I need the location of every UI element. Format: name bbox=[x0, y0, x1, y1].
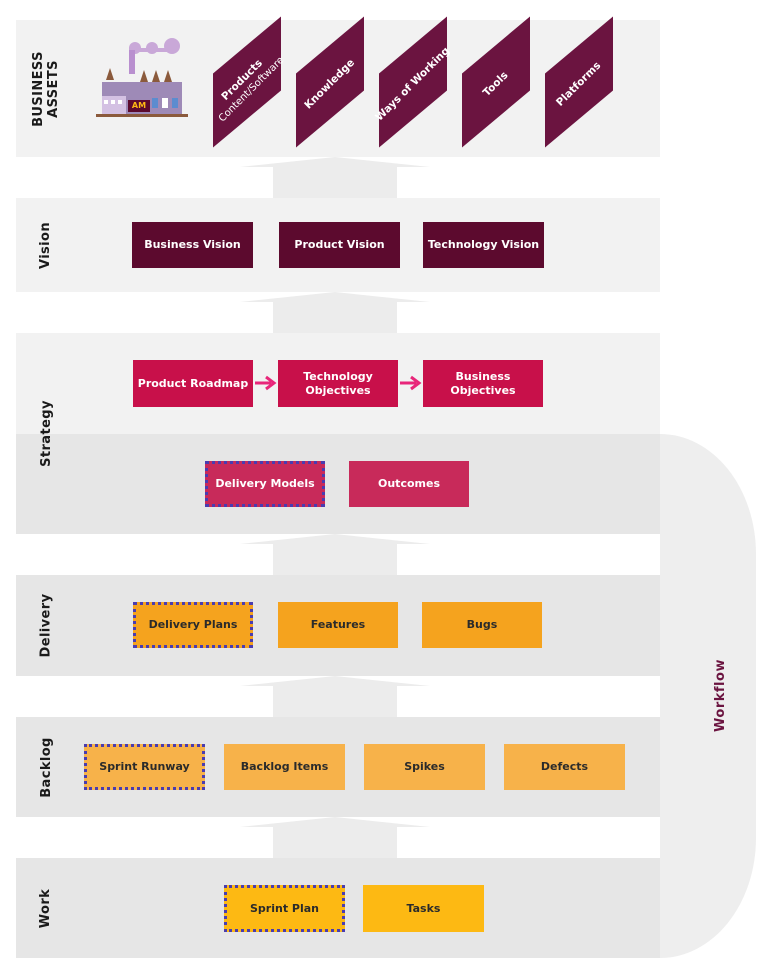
business-vision-box: Business Vision bbox=[132, 222, 253, 268]
outcomes-box: Outcomes bbox=[349, 461, 469, 507]
workflow-label: Workflow bbox=[712, 658, 728, 732]
spikes-box: Spikes bbox=[364, 744, 485, 790]
up-arrow-backlog bbox=[240, 817, 430, 858]
business-objectives-box: Business Objectives bbox=[423, 360, 543, 407]
tasks-box: Tasks bbox=[363, 885, 484, 932]
tech-to-business-arrow bbox=[398, 374, 423, 392]
up-arrow-delivery bbox=[240, 676, 430, 717]
delivery-label: Delivery bbox=[38, 593, 54, 658]
roadmap-to-tech-arrow bbox=[253, 374, 278, 392]
workflow-loop bbox=[660, 434, 756, 958]
backlog-items-box: Backlog Items bbox=[224, 744, 345, 790]
delivery-models-box: Delivery Models bbox=[205, 461, 325, 507]
factory-logo-text: AM bbox=[131, 101, 147, 110]
delivery-plans-box: Delivery Plans bbox=[133, 602, 253, 648]
technology-objectives-box: Technology Objectives bbox=[278, 360, 398, 407]
product-roadmap-box: Product Roadmap bbox=[133, 360, 253, 407]
up-arrow-assets bbox=[240, 157, 430, 198]
sprint-runway-box: Sprint Runway bbox=[84, 744, 205, 790]
work-label: Work bbox=[38, 888, 54, 928]
features-box: Features bbox=[278, 602, 398, 648]
bugs-box: Bugs bbox=[422, 602, 542, 648]
up-arrow-strategy bbox=[240, 534, 430, 575]
factory-logo: AM bbox=[96, 38, 188, 120]
product-vision-box: Product Vision bbox=[279, 222, 400, 268]
strategy-lower-band bbox=[16, 434, 660, 534]
technology-vision-box: Technology Vision bbox=[423, 222, 544, 268]
sprint-plan-box: Sprint Plan bbox=[224, 885, 345, 932]
strategy-label: Strategy bbox=[38, 400, 54, 467]
up-arrow-vision bbox=[240, 292, 430, 333]
vision-label: Vision bbox=[38, 221, 54, 269]
defects-box: Defects bbox=[504, 744, 625, 790]
business-assets-label: BUSINESS ASSETS bbox=[31, 50, 61, 127]
backlog-label: Backlog bbox=[38, 736, 54, 798]
